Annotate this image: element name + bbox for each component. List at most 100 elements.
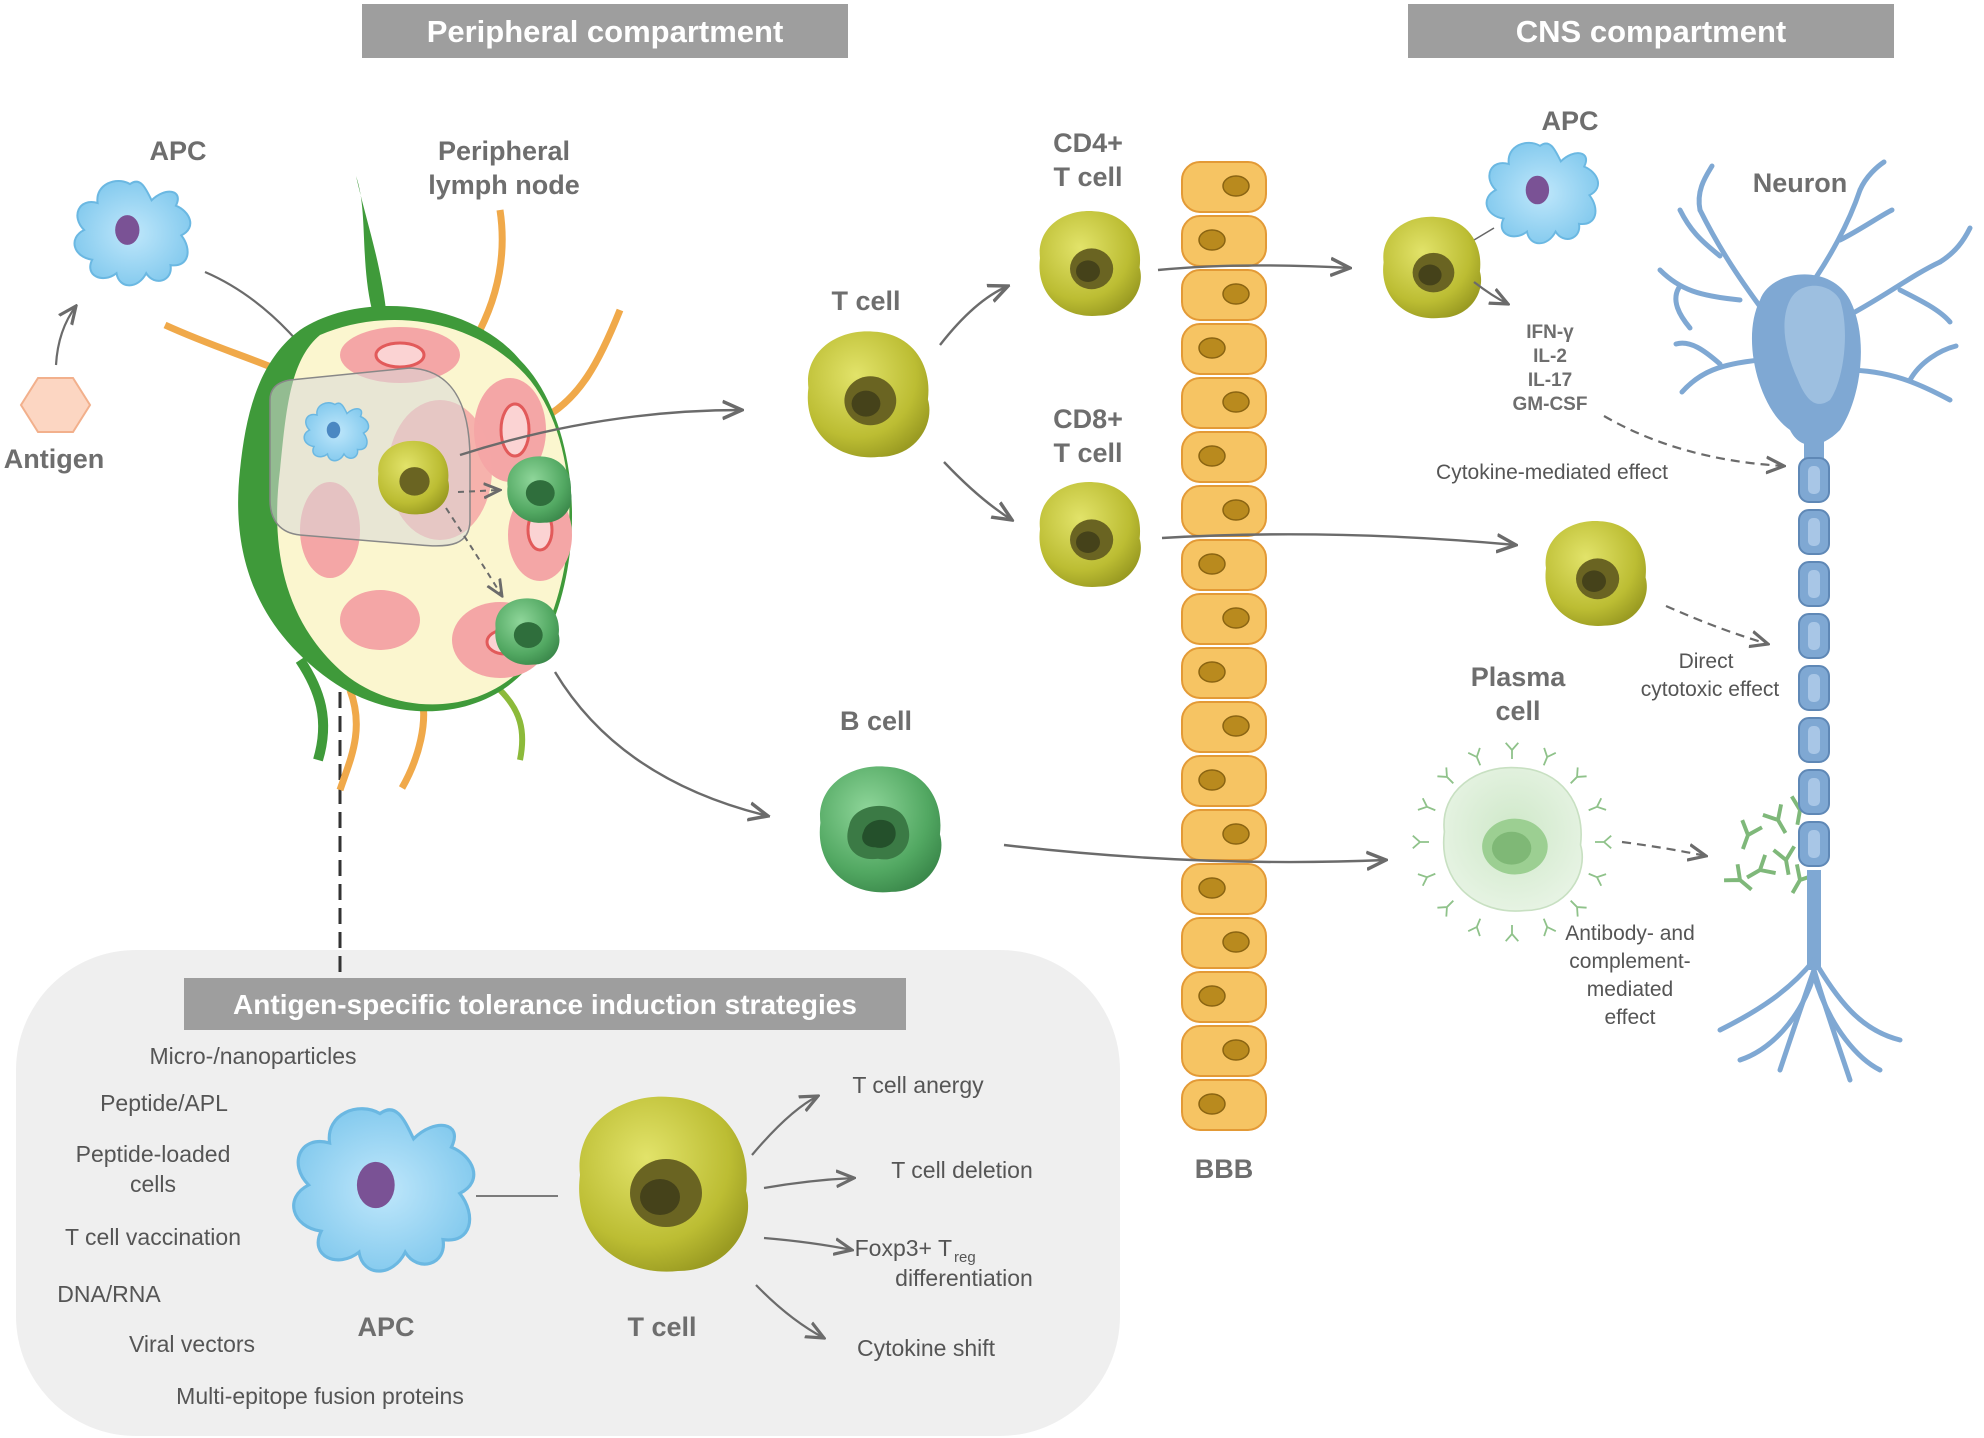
cns-cd8-t-cell — [1545, 520, 1647, 626]
arrow-tcell-to-cd8 — [943, 461, 1012, 520]
plasma-surface-antibodies — [1412, 742, 1612, 942]
lymph-node-label-1: Peripheral — [438, 136, 570, 166]
myelin-highlight — [1808, 830, 1820, 858]
bbb-cell-nucleus — [1222, 715, 1250, 737]
cns-header: CNS compartment — [1516, 14, 1786, 49]
strategy-nanoparticles: Micro-/nanoparticles — [149, 1043, 356, 1069]
antibody-label-2: complement- — [1569, 950, 1690, 973]
strategy-peptide-loaded: Peptide-loaded — [76, 1141, 231, 1167]
outcome-anergy: T cell anergy — [852, 1072, 984, 1098]
antibody-icon — [1412, 835, 1430, 849]
arrow-cytokine-effect — [1603, 415, 1784, 466]
arrow-node-to-tcell — [459, 410, 742, 457]
bbb-cell-nucleus — [1198, 1093, 1226, 1115]
cytokine-il17: IL-17 — [1528, 370, 1572, 391]
cns-cd4-t-cell — [1383, 216, 1482, 319]
antibody-icon — [1467, 918, 1482, 937]
antibody-icon — [1467, 747, 1482, 766]
cytokine-effect-label: Cytokine-mediated effect — [1436, 461, 1668, 484]
arrow-antibody-effect — [1621, 840, 1706, 856]
plasma-label-2: cell — [1495, 696, 1540, 726]
tolerance-title: Antigen-specific tolerance induction str… — [233, 989, 857, 1020]
cd8-label-2: T cell — [1053, 438, 1122, 468]
arrow-node-to-bcell — [553, 671, 768, 816]
arrow-node-dashed-2 — [445, 507, 502, 596]
t-cell — [807, 331, 930, 458]
antibody-icon — [1570, 767, 1587, 784]
cd4-label-1: CD4+ — [1053, 128, 1123, 158]
antibody-label-1: Antibody- and — [1565, 922, 1695, 945]
cd8-t-cell — [1039, 481, 1141, 587]
myelin-highlight — [1808, 726, 1820, 754]
strategy-viral-vectors: Viral vectors — [129, 1331, 255, 1357]
tolerance-title-bg — [184, 978, 906, 1030]
lymph-node-label-2: lymph node — [428, 170, 580, 200]
peripheral-header-bg — [362, 4, 848, 58]
peripheral-apc-label: APC — [149, 136, 206, 166]
arrow-tcell-to-cd4 — [939, 286, 1008, 346]
tolerance-panel — [16, 950, 1120, 1436]
antibody-icon — [1588, 872, 1607, 887]
antibody-icon — [1762, 803, 1788, 834]
plasma-label-1: Plasma — [1471, 662, 1567, 692]
outcome-cytokine-shift: Cytokine shift — [857, 1335, 996, 1361]
strategy-dna-rna: DNA/RNA — [57, 1281, 161, 1307]
arrow-cd8-cross-bbb — [1161, 533, 1516, 545]
antibody-icon — [1437, 767, 1454, 784]
neuron-label: Neuron — [1753, 168, 1848, 198]
antibody-icon — [1594, 835, 1612, 849]
panel-apc-cell — [292, 1107, 476, 1273]
antibody-icon — [1505, 742, 1519, 760]
node-b-cell-1 — [507, 456, 572, 523]
direct-label-2: cytotoxic effect — [1641, 678, 1780, 701]
strategy-vaccination: T cell vaccination — [65, 1224, 241, 1250]
cns-apc-cell — [1485, 141, 1600, 245]
cytokine-gmcsf: GM-CSF — [1513, 394, 1588, 415]
myelin-highlight — [1808, 466, 1820, 494]
antibody-icon — [1437, 900, 1454, 917]
antibody-icon — [1746, 854, 1777, 880]
antibody-label-4: effect — [1605, 1006, 1656, 1029]
cytokine-ifng: IFN-γ — [1526, 322, 1574, 343]
myelin-highlight — [1808, 674, 1820, 702]
antibody-icon — [1740, 819, 1763, 850]
antibody-icon — [1772, 845, 1796, 876]
node-t-cell — [378, 440, 450, 515]
arrow-direct-cytotoxic — [1665, 604, 1768, 644]
node-b-cell-2 — [495, 598, 560, 665]
myelin-highlight — [1808, 622, 1820, 650]
bbb-cell-nucleus — [1198, 337, 1226, 359]
arrow-node-dashed-1 — [457, 490, 500, 492]
arrow-anergy — [751, 1096, 818, 1156]
cns-apc-label: APC — [1541, 106, 1598, 136]
antibody-icon — [1417, 797, 1436, 812]
peripheral-apc-cell — [73, 179, 192, 287]
panel-apc-label: APC — [357, 1312, 414, 1342]
bbb-cell-nucleus — [1222, 931, 1250, 953]
antigen-label: Antigen — [4, 444, 105, 474]
bbb-cell-nucleus — [1222, 499, 1250, 521]
bbb-cell-nucleus — [1198, 877, 1226, 899]
antibody-label-3: mediated — [1587, 978, 1673, 1001]
cns-apc-link — [1473, 227, 1495, 241]
antibody-icon — [1588, 797, 1607, 812]
bbb-cell-nucleus — [1198, 985, 1226, 1007]
outcome-foxp3: Foxp3+ T — [855, 1235, 952, 1261]
plasma-cell — [1442, 766, 1583, 912]
bbb-cell-nucleus — [1222, 391, 1250, 413]
panel-tcell-label: T cell — [627, 1312, 696, 1342]
bbb-cell-nucleus — [1222, 175, 1250, 197]
arrow-bcell-cross-bbb — [1003, 843, 1386, 862]
strategy-cells: cells — [130, 1171, 176, 1197]
bbb-label: BBB — [1195, 1154, 1254, 1184]
strategy-peptide-apl: Peptide/APL — [100, 1090, 228, 1116]
arrow-cytokine-shift — [755, 1284, 824, 1338]
antibody-icon — [1570, 900, 1587, 917]
antibody-icon — [1724, 863, 1753, 892]
myelin-highlight — [1808, 778, 1820, 806]
arrow-foxp3 — [763, 1236, 852, 1250]
cytokine-il2: IL-2 — [1533, 346, 1567, 367]
direct-label-1: Direct — [1679, 650, 1734, 673]
neuron — [1657, 159, 1973, 1083]
